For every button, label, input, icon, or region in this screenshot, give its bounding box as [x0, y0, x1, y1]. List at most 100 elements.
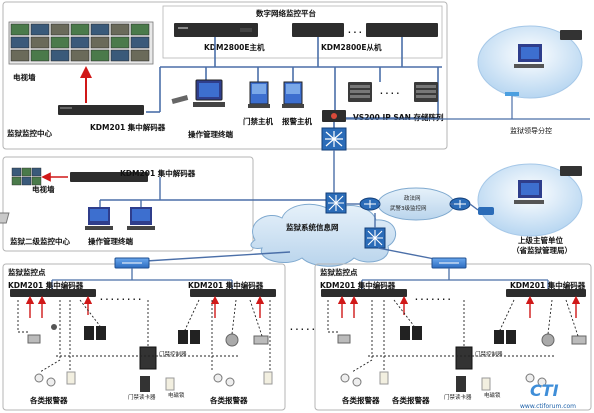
upper-dept-sub-label: （省监狱管理局） [512, 245, 572, 255]
core-switch-mid [325, 192, 347, 214]
lock-label: 电磁锁 [168, 391, 185, 399]
door-ctrl-r-label: 门禁控制器 [475, 350, 503, 358]
prison-leader-label: 监狱领导分控 [510, 126, 552, 135]
decoder-2-label: KDM201 集中解码器 [120, 168, 196, 178]
encoder-left-b [190, 289, 276, 297]
tv-screen [90, 49, 110, 62]
sensors-2-label: 各类报警器 [209, 395, 248, 405]
point-right-label: 监狱监控点 [320, 267, 358, 277]
tv-wall-label: 电视墙 [13, 72, 36, 82]
tv-screen [10, 49, 30, 62]
access-control-host [248, 81, 270, 108]
prison-leader-bubble [477, 25, 583, 99]
gov-net-label-1: 政法网 [404, 194, 421, 202]
card-reader-r-label: 门禁读卡器 [444, 393, 472, 401]
tv-screen [130, 36, 150, 49]
right-dashed-links [327, 299, 579, 373]
secondary-center-frame [2, 156, 254, 252]
upper-dept-label: 上级主管单位 [518, 235, 563, 245]
switch-left [114, 257, 150, 269]
encoder-c-label: KDM201 集中编码器 [320, 280, 396, 290]
tv-screen [130, 49, 150, 62]
tv-screen [90, 36, 110, 49]
sensors-1-label: 各类报警器 [29, 395, 68, 405]
encoder-b-label: KDM201 集中编码器 [188, 280, 264, 290]
encoder-right-c [321, 289, 407, 297]
tv-screen [50, 49, 70, 62]
switch-right [431, 257, 467, 269]
tv-screen [50, 23, 70, 36]
svg-text:. . . . . . . .: . . . . . . . . [100, 293, 141, 302]
left-devices [27, 324, 273, 392]
tv-screen [110, 23, 130, 36]
tv-screen [10, 36, 30, 49]
left-dashed-links [17, 299, 271, 373]
svg-text:. . . .: . . . . [380, 87, 399, 96]
sensors-3-label: 各类报警器 [341, 395, 380, 405]
upper-dept-bubble [477, 163, 583, 237]
tv-wall [8, 21, 154, 65]
tv-screen [21, 167, 32, 177]
slave-label: KDM2800E从机 [321, 42, 382, 52]
monitor-center-frame [2, 1, 448, 150]
cti-watermark: CTI www.ctiforum.com [520, 381, 576, 410]
secondary-center-label: 监狱二级监控中心 [10, 236, 70, 246]
tv-screen [30, 23, 50, 36]
watermark-url: www.ctiforum.com [520, 403, 576, 410]
prison-network-cloud [250, 203, 397, 267]
kdm2800e-master [174, 23, 258, 37]
decoder-label: KDM201 集中解码器 [90, 122, 166, 132]
tv-screen [30, 36, 50, 49]
encoder-d-label: KDM201 集中编码器 [510, 280, 586, 290]
door-ctrl-label: 门禁控制器 [159, 350, 187, 358]
kdm201-decoder [58, 66, 144, 115]
left-red-arrows [25, 295, 265, 318]
gov-net-cloud [377, 187, 455, 221]
tv-screen [21, 176, 32, 186]
core-switch-bottom [364, 227, 386, 249]
router-right [359, 197, 381, 211]
gov-net-label-2: 武警3级监控网 [390, 204, 427, 212]
tv-screen [70, 49, 90, 62]
platform-label: 数字网络监控平台 [256, 8, 316, 18]
kdm2800e-slaves: . . . [292, 23, 438, 37]
kdm201-decoder-2 [41, 172, 148, 182]
operator-terminal-2-label: 操作管理终端 [88, 236, 133, 246]
center-router [322, 110, 346, 130]
operator-terminal-label: 操作管理终端 [188, 129, 233, 139]
operator-terminal [171, 79, 225, 107]
tv-screen [31, 167, 42, 177]
tv-screen [30, 49, 50, 62]
encoder-left-a [10, 289, 96, 297]
watermark-logo: CTI [530, 381, 559, 400]
keyboard-controller [0, 212, 10, 224]
tv-screen [31, 176, 42, 186]
tv-screen [70, 36, 90, 49]
tv-screen [110, 49, 130, 62]
center-lan [146, 37, 442, 119]
storage-label: VS200 IP SAN 存储阵列 [353, 112, 444, 122]
core-switch-top [321, 127, 347, 151]
tv-wall-2-label: 电视墙 [32, 184, 55, 194]
alarm-host [282, 81, 304, 108]
lock-r-label: 电磁锁 [484, 391, 501, 399]
svg-text:. . . . . . .: . . . . . . . [415, 293, 451, 302]
right-red-arrows [337, 295, 581, 318]
svg-text:. . .: . . . [348, 26, 362, 35]
operator-terminal-2 [85, 207, 155, 230]
alarm-host-label: 报警主机 [282, 116, 312, 126]
sensors-4-label: 各类报警器 [391, 395, 430, 405]
tv-screen [10, 23, 30, 36]
storage-array: . . . . [348, 82, 438, 102]
right-devices [337, 326, 587, 392]
tv-screen [90, 23, 110, 36]
tv-screen [50, 36, 70, 49]
point-left-label: 监狱监控点 [8, 267, 46, 277]
tv-screen [130, 23, 150, 36]
prison-net-label: 监狱系统信息网 [286, 222, 339, 232]
encoder-right-d [506, 289, 586, 297]
svg-text:. . . . .: . . . . . [290, 323, 315, 332]
encoder-a-label: KDM201 集中编码器 [8, 280, 84, 290]
